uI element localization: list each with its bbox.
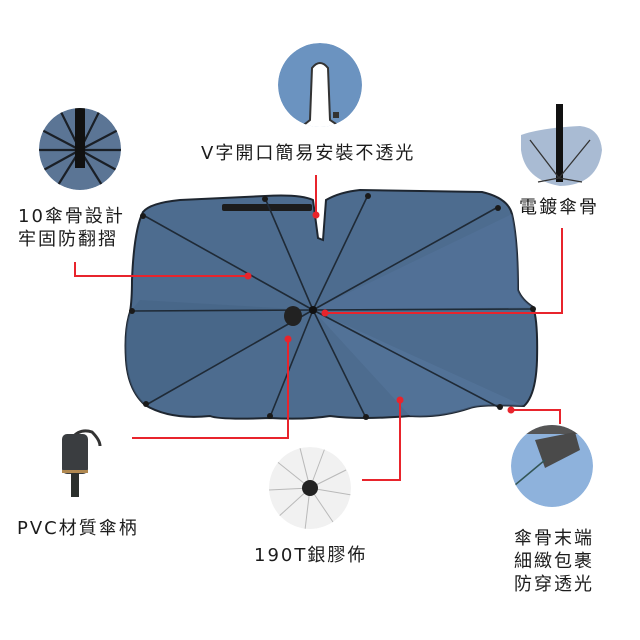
callout-ten-ribs-line-1: 10傘骨設計	[18, 206, 125, 227]
callout-silver-cloth-label: 190T銀膠佈	[254, 545, 368, 566]
callout-dots	[244, 211, 515, 414]
callout-rib-tips-line-2: 細緻包裹	[514, 551, 594, 572]
callout-pvc-handle-label: PVC材質傘柄	[17, 518, 139, 539]
detail-rib-tips-image	[511, 425, 593, 507]
callout-ten-ribs-line-2: 牢固防翻摺	[18, 229, 118, 250]
detail-ribs-image	[39, 108, 121, 190]
detail-silver-cloth-image	[269, 447, 351, 529]
callout-v-opening-label: V字開口簡易安裝不透光	[201, 143, 416, 164]
callout-plated-ribs-label: 電鍍傘骨	[519, 197, 599, 218]
callout-ten-ribs-label: 10傘骨設計 牢固防翻摺	[18, 205, 125, 251]
callout-rib-tips-label: 傘骨末端 細緻包裹 防穿透光	[514, 527, 594, 596]
detail-pvc-handle-image	[62, 429, 102, 497]
detail-v-opening-image	[278, 43, 362, 127]
callout-rib-tips-line-3: 防穿透光	[514, 574, 594, 595]
main-umbrella	[124, 188, 539, 420]
callout-rib-tips-line-1: 傘骨末端	[514, 528, 594, 549]
detail-plated-ribs-image	[521, 104, 602, 186]
callout-lines	[74, 175, 563, 481]
